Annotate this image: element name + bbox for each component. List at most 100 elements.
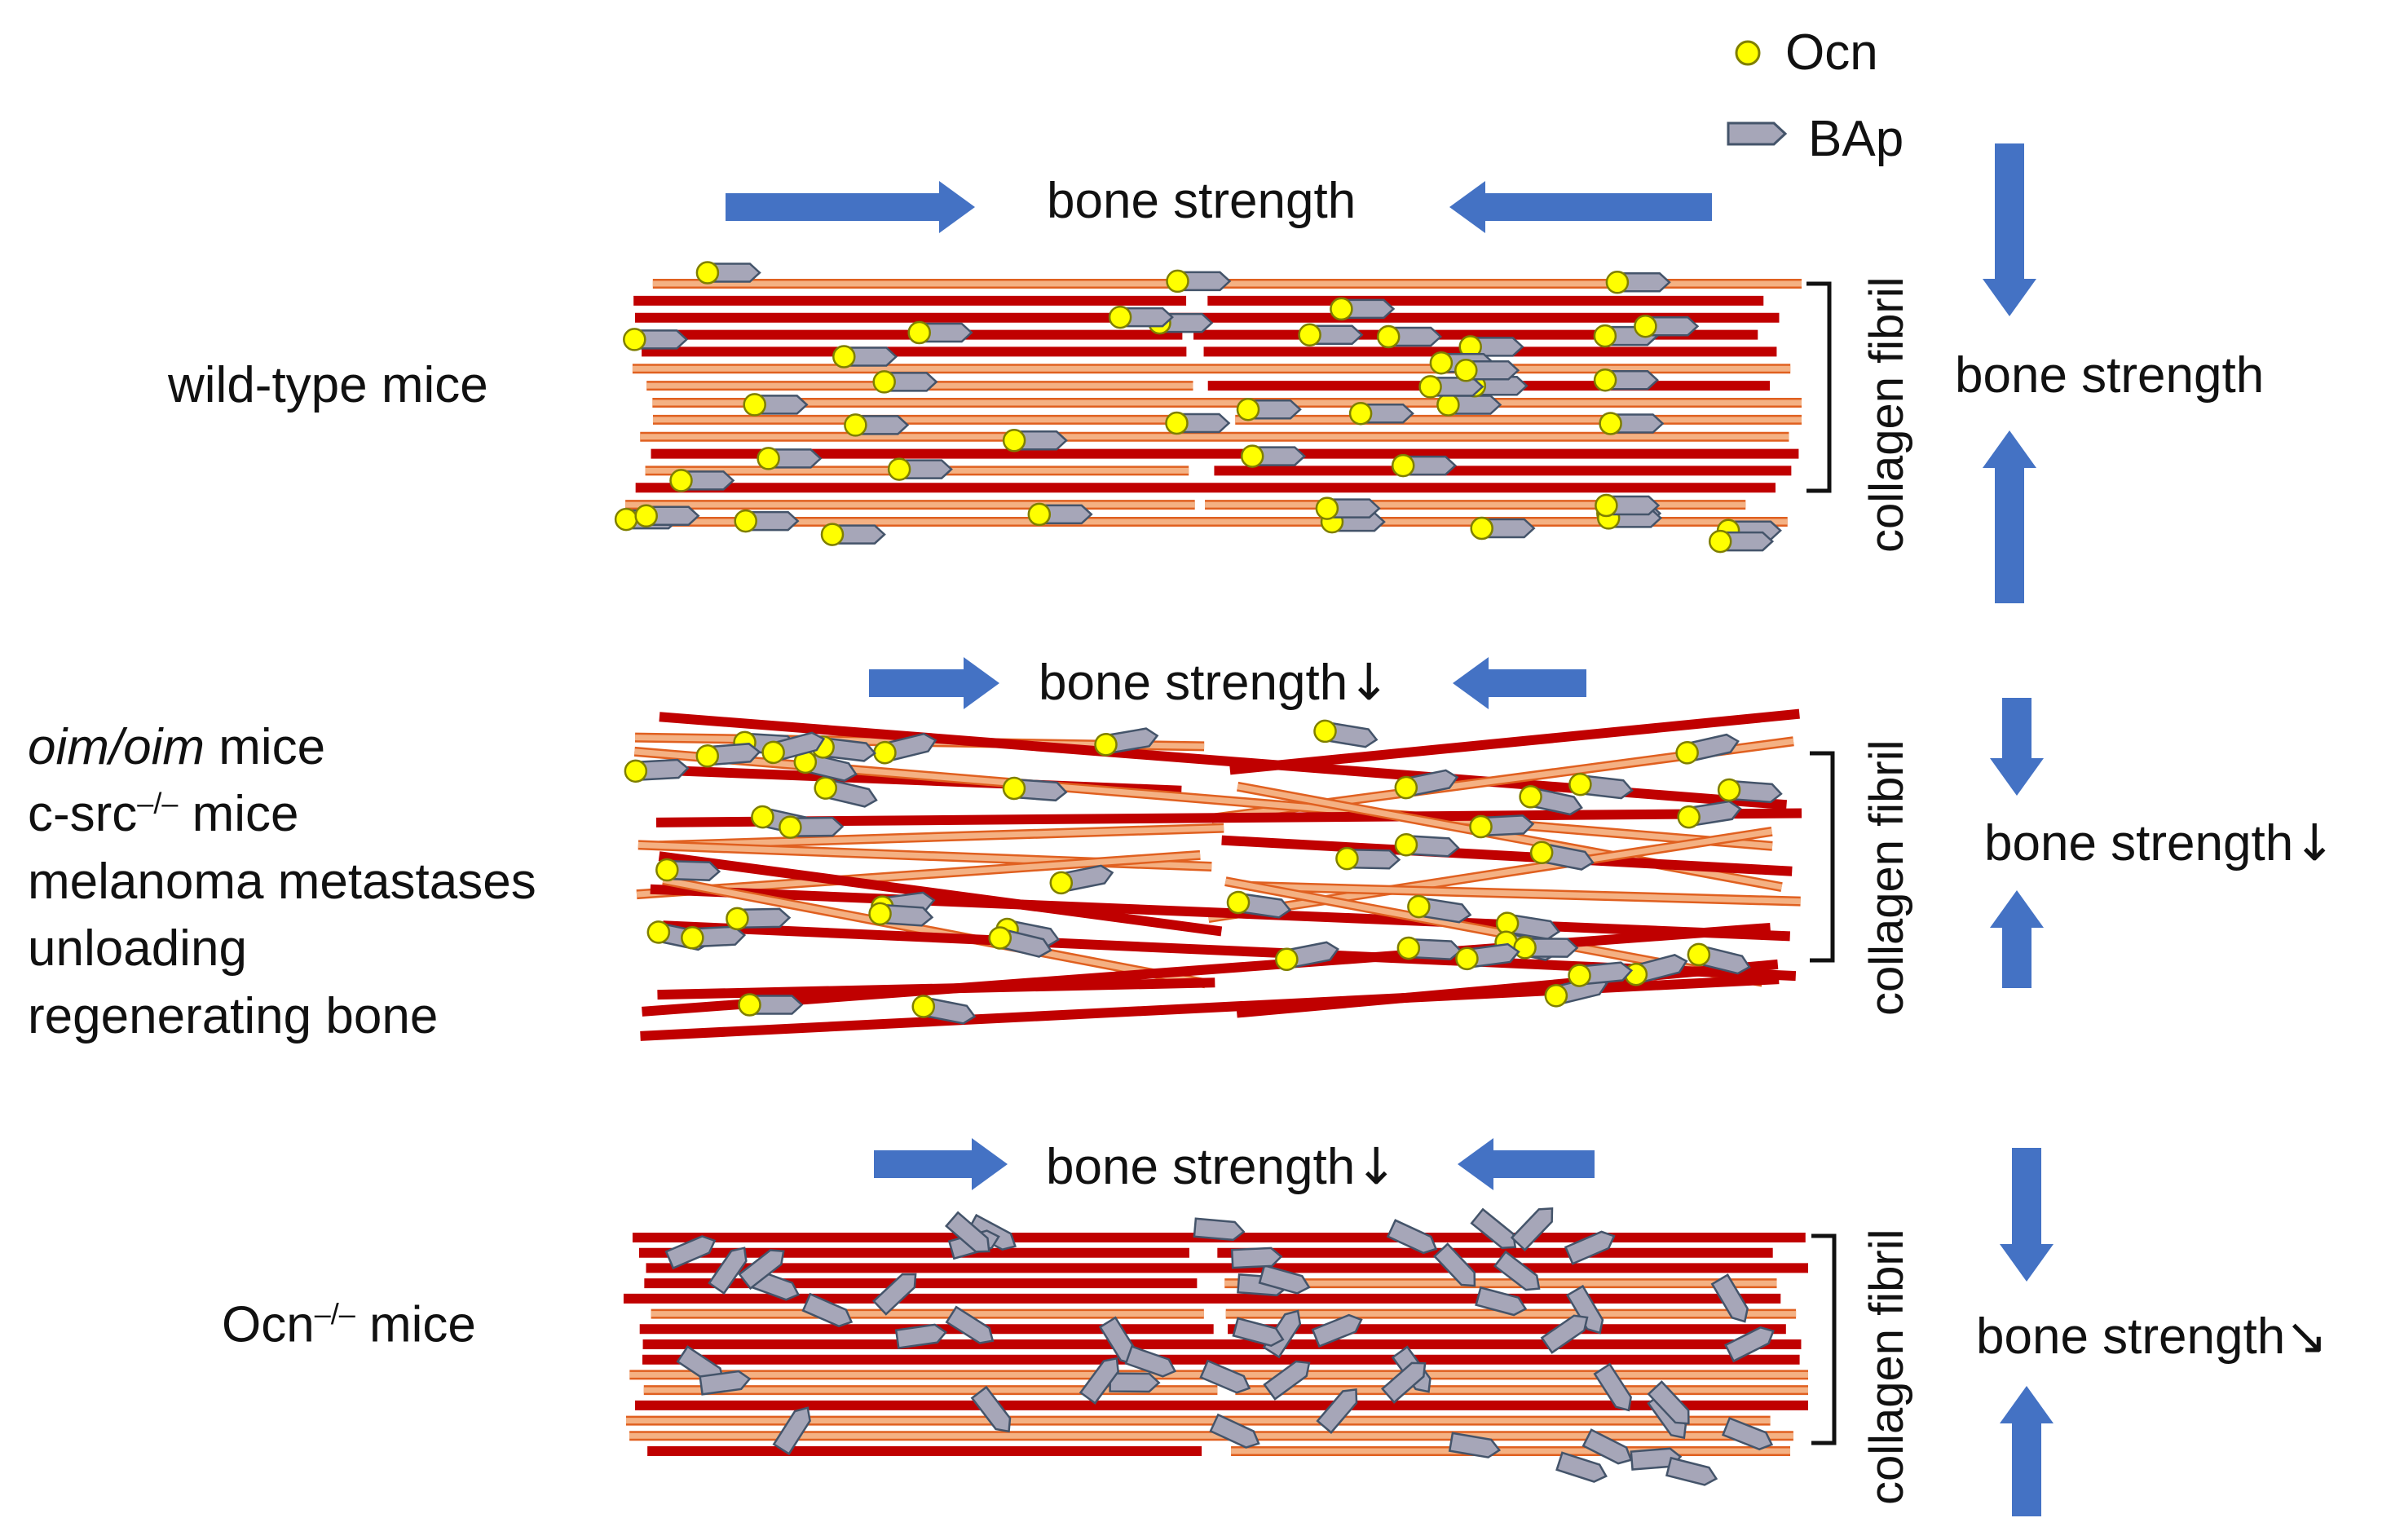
side-arrow-top-disordered [1990,698,2044,796]
mineral-ocn-knockout [944,1211,990,1253]
bap-legend-label: BAp [1808,111,1904,167]
mineral-ocn-knockout [1232,1317,1285,1347]
mineral-ocn-knockout [1475,1286,1528,1317]
ocn-protein [1454,359,1478,382]
mineral-disordered [1513,936,1579,960]
ocn-protein [669,469,693,492]
ocn-protein [1593,368,1617,392]
mineral-ocn-knockout [1721,1416,1774,1451]
mineral-wild-type [1605,271,1671,294]
ocn-protein [779,815,802,839]
mineral-disordered [695,743,761,768]
ocn-protein [1315,496,1339,520]
mineral-disordered [681,925,747,950]
bap-crystal [1124,1345,1177,1378]
ocn-protein [1677,805,1701,829]
bap-crystal [1258,1264,1311,1295]
bap-crystal [894,1323,947,1349]
ocn-protein [634,504,658,528]
ocn-protein [1108,305,1132,329]
mineral-disordered [1335,846,1401,871]
bap-crystal [1710,1273,1749,1323]
ocn-protein [820,523,845,546]
ocn-protein [1513,936,1537,960]
ocn-protein [1599,412,1622,435]
fibril-disordered-core [659,825,1224,849]
mineral-wild-type [1165,411,1231,435]
mineral-ocn-knockout [1432,1242,1476,1287]
side-label-ocn-knockout: bone strength↘ [1976,1306,2328,1366]
mineral-ocn-knockout [1380,1361,1427,1404]
mineral-disordered [1455,942,1520,971]
mineral-wild-type [1330,297,1396,321]
mineral-ocn-knockout [1665,1456,1718,1486]
bap-crystal [1647,1380,1690,1425]
ocn-protein [695,261,720,285]
mineral-wild-type [907,320,973,345]
ocn-protein [1002,776,1026,801]
ocn-protein [726,907,749,931]
mineral-wild-type [887,457,953,481]
ocn-protein [868,902,892,926]
bap-crystal [1380,1361,1427,1404]
ocn-protein [1376,324,1401,349]
ocn-protein [1298,323,1321,347]
mineral-ocn-knockout [1647,1380,1690,1425]
mineral-disordered [779,815,845,839]
mineral-wild-type [1454,359,1520,382]
mineral-wild-type [1027,502,1093,527]
fibril-label-wild-type: collagen fibril [1860,276,1913,553]
ocn-protein [1687,942,1711,967]
ocn-protein [988,926,1012,950]
mineral-disordered [1002,776,1068,802]
bap-crystal [1232,1317,1285,1347]
fibril-bundles [614,261,1808,1486]
force-arrow-right-disordered [1453,657,1586,709]
ocn-protein [751,805,774,829]
ocn-protein [1236,397,1260,421]
mineral-wild-type [844,413,910,437]
ocn-protein [1330,297,1353,321]
mineral-disordered [1394,769,1459,800]
ocn-protein [1470,516,1493,541]
ocn-protein [1165,411,1189,435]
mineral-wild-type [695,261,761,285]
bap-crystal [1109,1372,1161,1393]
mineral-ocn-knockout [664,1235,717,1270]
mineral-ocn-knockout [801,1292,854,1328]
force-arrow-left-disordered [869,657,999,709]
mineral-disordered [1275,941,1339,971]
mineral-ocn-knockout [1493,1250,1541,1291]
ocn-protein [1407,894,1431,919]
ocn-protein [1634,314,1657,338]
bap-crystal [1470,1207,1517,1249]
mineral-wild-type [1418,375,1484,399]
ocn-protein [1418,375,1442,399]
condition-unloading: unloading [28,920,247,977]
ocn-protein [832,345,856,368]
mineral-wild-type [1458,335,1524,359]
ocn-protein [623,328,646,351]
mineral-disordered [1226,890,1292,919]
ocn-protein [757,447,780,470]
fibril-disordered [655,808,1802,827]
bap-crystal [1724,1326,1775,1363]
mineral-disordered [868,902,934,927]
fibril-disordered-core [662,876,1207,986]
mineral-ocn-knockout [1230,1247,1283,1269]
bap-crystal [1316,1388,1358,1434]
bap-crystal [1199,1359,1251,1394]
mineral-ocn-knockout [1193,1217,1246,1242]
ocn-protein [1568,964,1591,987]
mineral-wild-type [1236,397,1302,421]
fibril-disordered [657,977,1215,1000]
mineral-ocn-knockout [945,1305,995,1344]
ocn-protein [1313,719,1337,744]
mineral-ocn-knockout [1470,1207,1517,1249]
ocn-protein [1348,401,1373,426]
mineral-ocn-knockout [1564,1230,1616,1265]
fibril-disordered-core [1249,883,1801,905]
bracket-wild-type [1806,281,1832,493]
ocn-protein [1529,841,1554,865]
mineral-disordered [911,995,977,1025]
